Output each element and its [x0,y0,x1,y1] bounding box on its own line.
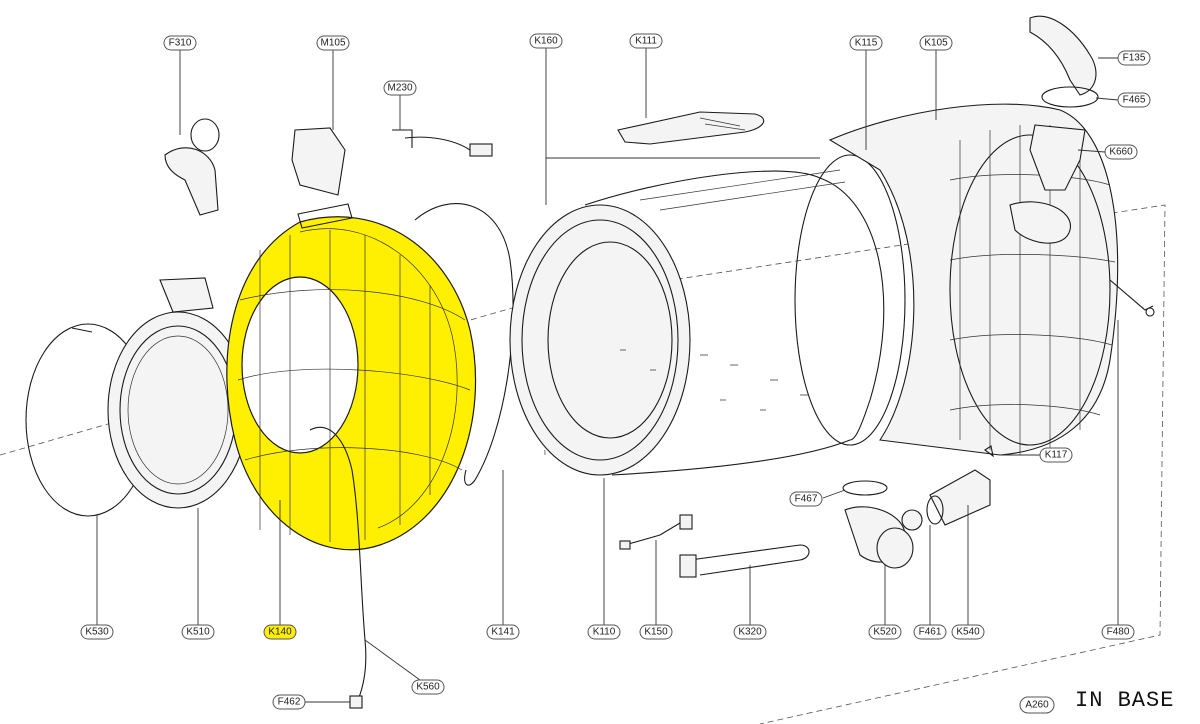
svg-text:F135: F135 [1123,53,1146,64]
svg-text:K105: K105 [924,38,948,49]
svg-text:F467: F467 [795,494,818,505]
svg-text:K520: K520 [873,627,897,638]
svg-text:K140: K140 [268,627,292,638]
callout-a260: A260 [1019,696,1055,714]
svg-text:K117: K117 [1045,450,1068,461]
door-frame-part [107,277,249,509]
leader-lines [96,48,1119,703]
callout-f135: F135 [1117,50,1151,66]
callout-k320: K320 [733,624,767,640]
callout-f480: F480 [1101,624,1135,640]
detergent-hose-part [164,118,220,216]
callout-k560: K560 [411,679,445,695]
callout-k117: K117 [1039,447,1073,463]
callout-k160: K160 [529,33,563,49]
m105-part [291,127,346,196]
callout-m230: M230 [383,80,417,96]
front-tub-part-highlighted [226,203,477,701]
svg-text:M105: M105 [320,38,345,49]
callout-f462: F462 [272,694,306,710]
f462-clip-part [349,695,363,709]
drain-pump-part [842,480,923,569]
k150-wire-part [619,514,693,550]
callout-f310: F310 [163,35,197,51]
svg-text:K111: K111 [635,36,657,47]
callout-k530: K530 [80,624,114,640]
callout-f467: F467 [789,491,823,507]
svg-text:K115: K115 [855,38,878,49]
callout-k150: K150 [639,624,673,640]
heater-part [679,544,810,578]
outlet-hose-part [1029,15,1099,108]
callout-k111: K111 [629,33,663,49]
svg-text:K150: K150 [644,627,668,638]
svg-text:K540: K540 [956,627,980,638]
callout-k115: K115 [849,35,883,51]
svg-text:K530: K530 [85,627,109,638]
svg-text:M230: M230 [387,83,412,94]
lifter-part [617,111,765,145]
svg-text:F462: F462 [278,697,301,708]
svg-text:K510: K510 [186,627,210,638]
svg-text:K660: K660 [1109,147,1133,158]
callout-k140: K140 [263,624,297,640]
svg-text:F461: F461 [919,627,942,638]
callout-k105: K105 [919,35,953,51]
svg-text:F310: F310 [169,38,192,49]
callout-f465: F465 [1117,92,1151,108]
callout-k520: K520 [868,624,902,640]
callout-k110: K110 [587,624,621,640]
svg-text:F465: F465 [1123,95,1146,106]
callout-k510: K510 [181,624,215,640]
top-hose-part [1009,124,1086,244]
drum-part [509,154,906,476]
callout-f461: F461 [913,624,947,640]
svg-text:K320: K320 [738,627,762,638]
in-base-note: IN BASE [1075,688,1175,713]
svg-text:K141: K141 [491,627,515,638]
callout-k660: K660 [1104,144,1138,160]
callout-m105: M105 [316,35,350,51]
svg-text:K160: K160 [534,36,558,47]
m230-sensor-part [392,129,493,157]
svg-text:A260: A260 [1025,700,1049,711]
svg-text:F480: F480 [1107,627,1130,638]
rear-tub-part [828,103,1155,456]
callout-k141: K141 [486,624,520,640]
pump-filter-part [926,445,994,526]
callout-k540: K540 [951,624,985,640]
svg-text:K110: K110 [593,627,616,638]
svg-text:K560: K560 [416,682,440,693]
